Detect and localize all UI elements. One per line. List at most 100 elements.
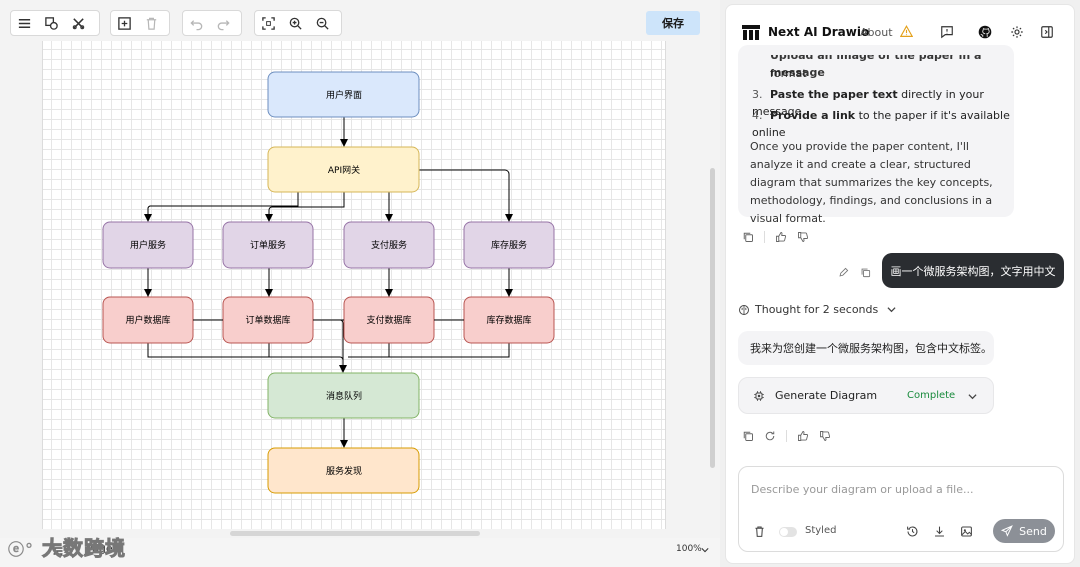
tool-call-card[interactable]: Generate Diagram Complete (738, 377, 994, 414)
node-user-db[interactable]: 用户数据库 (102, 296, 194, 344)
assistant-actions (742, 231, 809, 243)
thumbs-up-icon[interactable] (797, 430, 809, 442)
warning-icon[interactable] (900, 25, 913, 38)
node-user-service[interactable]: 用户服务 (102, 221, 194, 269)
node-queue[interactable]: 消息队列 (267, 372, 420, 419)
node-order-service[interactable]: 订单服务 (222, 221, 314, 269)
about-link[interactable]: About (860, 26, 893, 39)
tool-status-badge: Complete (907, 390, 956, 401)
app-logo-icon (742, 25, 760, 40)
history-icon[interactable] (906, 525, 919, 538)
zoom-out-icon (316, 17, 329, 30)
shapes-icon (45, 16, 58, 30)
node-queue-label: 消息队列 (326, 390, 362, 402)
edge-gateway-stock[interactable] (419, 169, 513, 222)
diagram-nodes: 用户界面 API网关 用户服务 订单服务 支付服务 (102, 71, 555, 494)
chevron-down-icon[interactable] (968, 392, 977, 401)
node-order-service-label: 订单服务 (250, 239, 286, 251)
vertical-scrollbar[interactable] (710, 168, 715, 468)
shapes-button[interactable] (38, 11, 65, 35)
gear-icon[interactable] (1010, 25, 1024, 39)
page-menu-icon[interactable] (52, 545, 64, 557)
undo-button[interactable] (183, 11, 210, 35)
image-icon[interactable] (960, 525, 973, 538)
regenerate-icon[interactable] (764, 430, 776, 442)
node-order-db[interactable]: 订单数据库 (222, 296, 314, 344)
copy-icon[interactable] (860, 267, 871, 278)
edge-gateway-order[interactable] (265, 192, 345, 222)
github-icon[interactable] (978, 25, 992, 39)
app-title: Next AI Drawio (768, 25, 870, 39)
thumbs-down-icon[interactable] (797, 231, 809, 243)
node-user-service-label: 用户服务 (130, 239, 166, 251)
divider (764, 231, 765, 243)
node-discovery[interactable]: 服务发现 (267, 447, 420, 494)
page-tab[interactable]: Page-1 (86, 542, 124, 555)
node-stock-service[interactable]: 库存服务 (463, 221, 555, 269)
editor-toolbar: 保存 (0, 0, 720, 44)
copy-icon[interactable] (742, 430, 754, 442)
assistant-reply: 我来为您创建一个微服务架构图，包含中文标签。 (738, 331, 994, 365)
redo-button[interactable] (210, 11, 237, 35)
thought-label: Thought for 2 seconds (755, 303, 879, 316)
fit-screen-icon (262, 16, 275, 30)
send-label: Send (1019, 524, 1047, 538)
node-user-db-label: 用户数据库 (125, 314, 170, 326)
thought-toggle[interactable]: Thought for 2 seconds (738, 303, 896, 316)
node-pay-db[interactable]: 支付数据库 (343, 296, 435, 344)
list-item-continuation: format (770, 67, 807, 80)
assistant-paragraph: Once you provide the paper content, I'll… (750, 140, 993, 225)
chevron-down-icon[interactable] (701, 546, 709, 554)
tools-icon (72, 17, 85, 29)
node-ui[interactable]: 用户界面 (267, 71, 420, 118)
styled-toggle[interactable] (779, 527, 797, 537)
list-item-4: 4.Provide a link to the paper if it's av… (752, 109, 1010, 139)
feedback-icon[interactable] (940, 25, 954, 39)
panel-toggle-icon[interactable] (1040, 25, 1054, 39)
chat-panel: Next AI Drawio About Upload an image of … (725, 4, 1075, 564)
zoom-level[interactable]: 100% (676, 544, 702, 554)
undo-icon (190, 19, 203, 30)
node-ui-label: 用户界面 (326, 89, 362, 101)
prompt-input[interactable] (751, 477, 1051, 501)
chat-header: Next AI Drawio About (726, 5, 1074, 57)
node-stock-db[interactable]: 库存数据库 (463, 296, 555, 344)
assistant-message: Upload an image of the paper in a messag… (738, 45, 1014, 225)
divider (786, 430, 787, 442)
delete-button[interactable] (138, 11, 165, 35)
thumbs-down-icon[interactable] (819, 430, 831, 442)
list-item-partial: Upload an image of the paper in a messag… (770, 49, 982, 79)
chat-input-box: Styled Send (738, 466, 1064, 552)
watermark: ⓔ° 大数跨境 (8, 532, 126, 561)
node-gateway[interactable]: API网关 (267, 146, 420, 193)
zoom-in-button[interactable] (282, 11, 309, 35)
menu-button[interactable] (11, 11, 38, 35)
brain-icon (739, 304, 749, 315)
message-list[interactable]: Upload an image of the paper in a messag… (726, 45, 1074, 460)
node-gateway-label: API网关 (328, 164, 360, 176)
edit-icon[interactable] (838, 267, 849, 278)
diagram-editor: 保存 (0, 0, 720, 561)
copy-icon[interactable] (742, 231, 754, 243)
send-button[interactable]: Send (993, 519, 1055, 543)
fit-button[interactable] (255, 11, 282, 35)
chevron-down-icon (887, 307, 896, 313)
node-pay-service[interactable]: 支付服务 (343, 221, 435, 269)
watermark-logo-icon: ⓔ° (8, 540, 35, 559)
trash-icon[interactable] (753, 525, 766, 538)
user-message: 画一个微服务架构图，文字用中文 (882, 253, 1064, 288)
watermark-text: 大数跨境 (41, 536, 126, 561)
insert-button[interactable] (111, 11, 138, 35)
format-button[interactable] (65, 11, 92, 35)
edge-gateway-user[interactable] (144, 192, 299, 222)
save-button[interactable]: 保存 (646, 11, 700, 35)
trash-icon (146, 17, 157, 30)
horizontal-scrollbar[interactable] (230, 531, 480, 536)
node-stock-service-label: 库存服务 (491, 239, 527, 251)
send-icon (1001, 525, 1014, 537)
thumbs-up-icon[interactable] (775, 231, 787, 243)
toolbar-group-zoom (254, 10, 342, 36)
tool-name: Generate Diagram (775, 389, 878, 402)
zoom-out-button[interactable] (309, 11, 336, 35)
download-icon[interactable] (933, 525, 946, 538)
